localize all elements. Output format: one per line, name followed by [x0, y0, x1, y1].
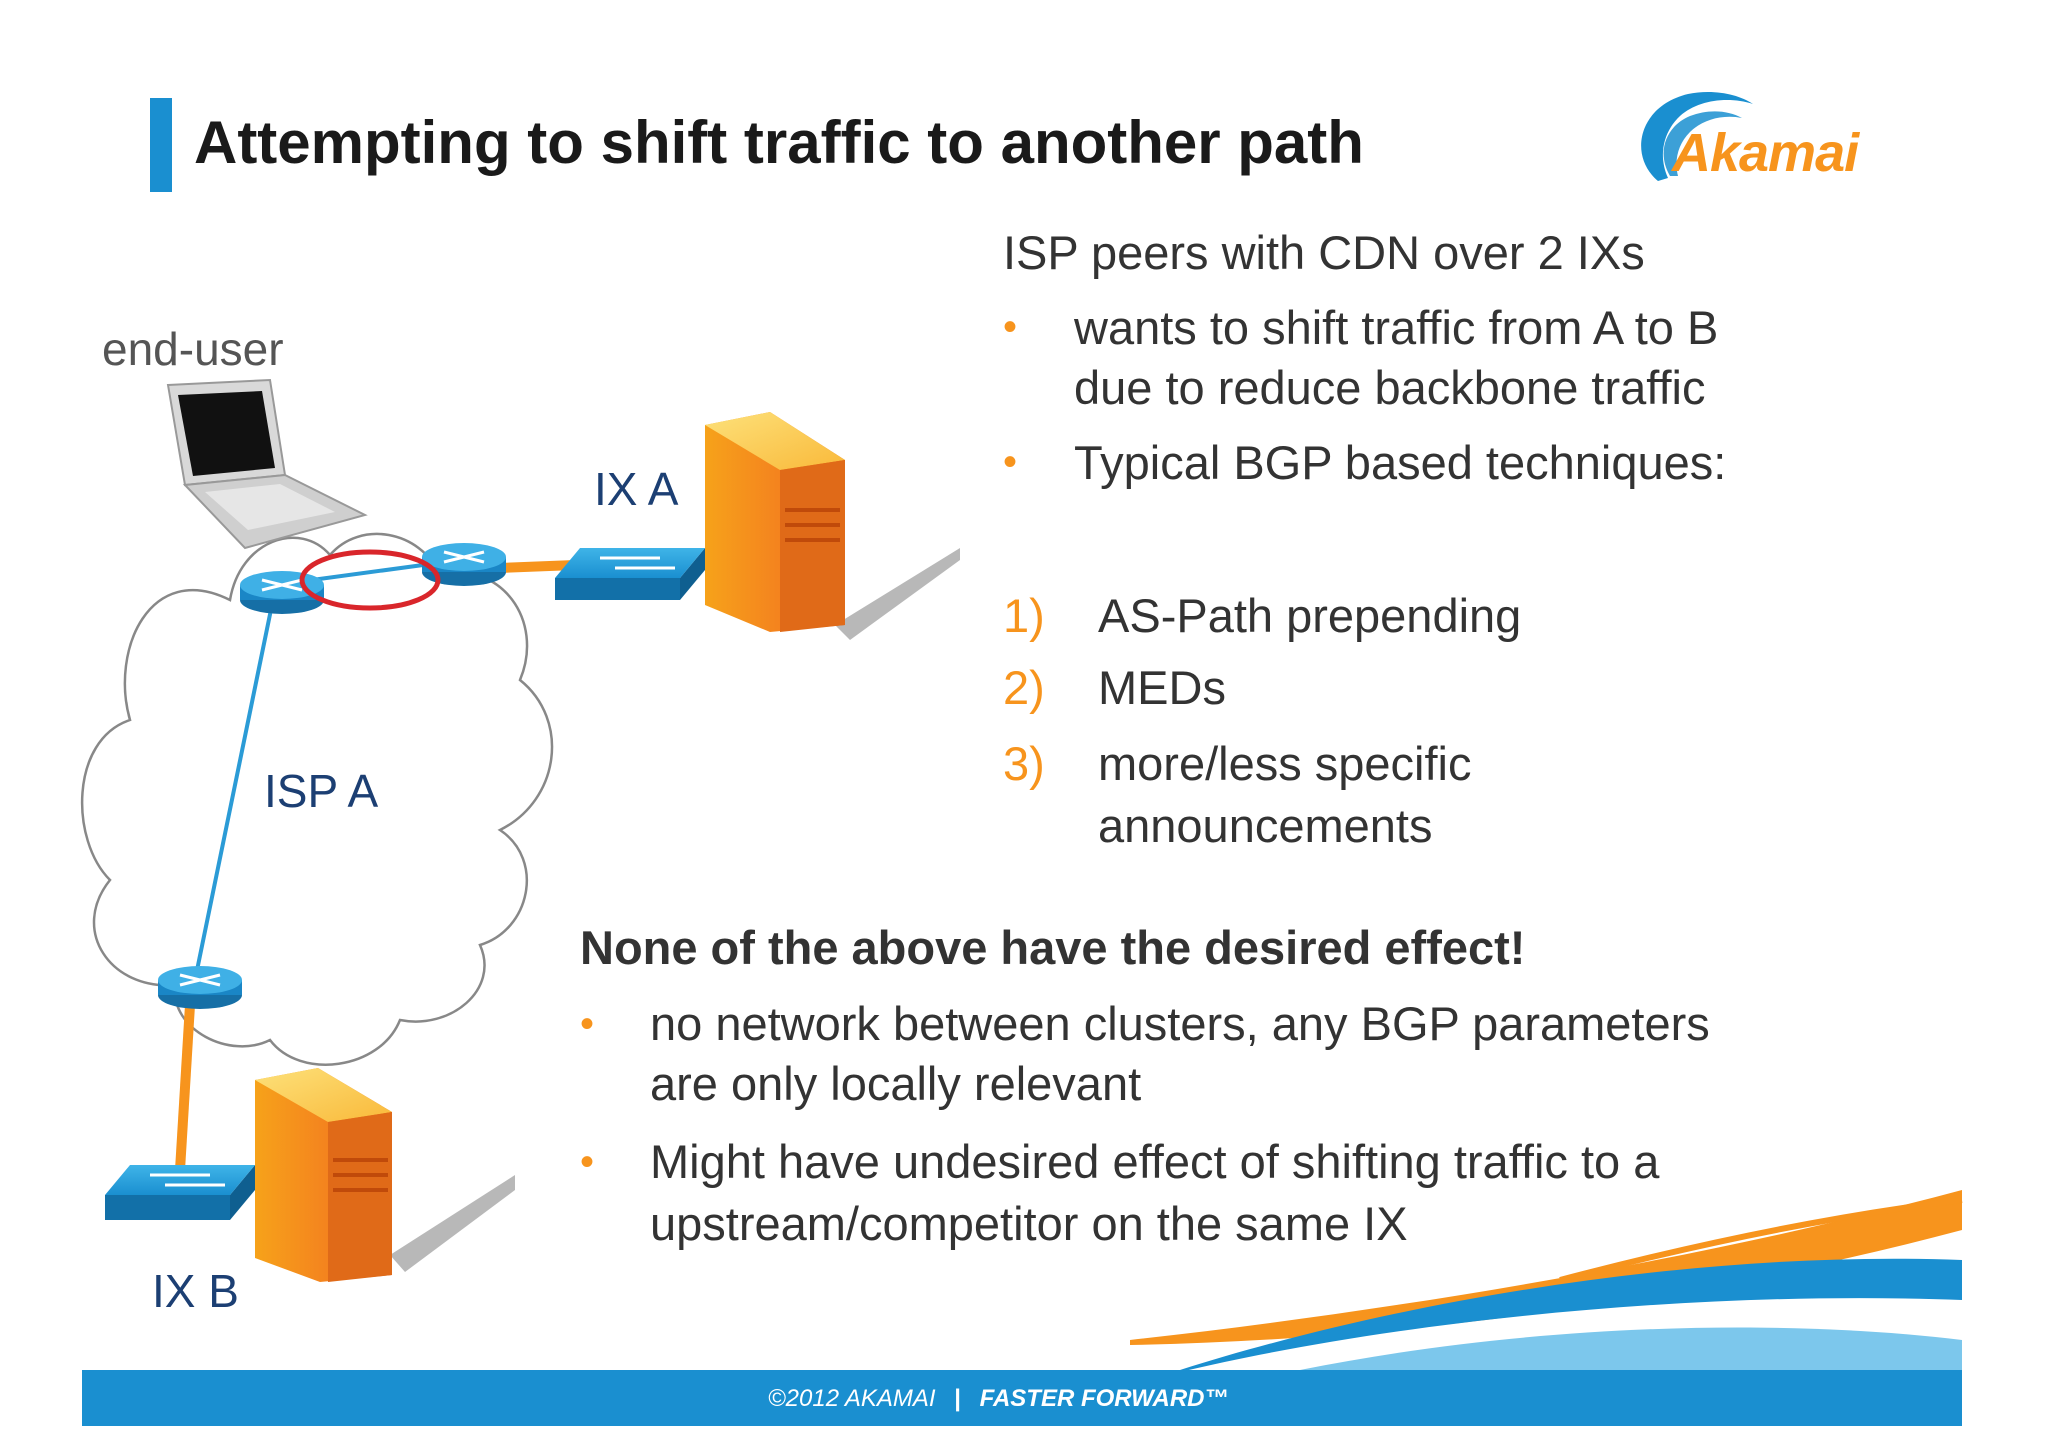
bullet-line: Might have undesired effect of shifting … [650, 1135, 1660, 1188]
ix-b-label: IX B [152, 1265, 239, 1317]
router-icon [240, 571, 324, 614]
ix-a-label: IX A [594, 463, 679, 515]
ix-a-link [499, 560, 576, 573]
bullet-dot: • [1003, 440, 1018, 484]
logo-text: Akamai [1672, 123, 1859, 183]
router-link [274, 558, 461, 587]
footer-separator: | [954, 1385, 961, 1412]
footer-text: ©2012 AKAMAI | FASTER FORWARD™ [768, 1385, 1229, 1413]
technique-item: MEDs [1098, 661, 1226, 714]
isp-a-label: ISP A [264, 765, 379, 817]
footer-band [82, 1370, 1962, 1426]
ix-b-link [175, 1004, 195, 1171]
switch-icon [555, 548, 705, 600]
bullet-dot: • [580, 1002, 595, 1046]
technique-item: announcements [1098, 799, 1433, 852]
bullet-line: due to reduce backbone traffic [1074, 361, 1706, 414]
laptop-icon [166, 378, 368, 550]
footer-copyright: ©2012 AKAMAI [768, 1385, 936, 1412]
router-icon [422, 543, 506, 586]
list-number: 2) [1003, 661, 1045, 714]
bullet-dot: • [580, 1140, 595, 1184]
list-number: 1) [1003, 589, 1045, 642]
list-number: 3) [1003, 737, 1045, 790]
end-user-label: end-user [102, 323, 284, 375]
logo-swoosh-icon [1641, 92, 1753, 181]
bullet-line: are only locally relevant [650, 1057, 1142, 1110]
akamai-logo: Akamai [1618, 86, 1890, 196]
isp-internal-link [193, 589, 277, 981]
highlight-circle [299, 549, 441, 611]
title-accent-bar [150, 98, 172, 192]
server-icon [705, 412, 845, 632]
bullet-line: no network between clusters, any BGP par… [650, 997, 1710, 1050]
technique-item: AS-Path prepending [1098, 589, 1522, 642]
bottom-heading: None of the above have the desired effec… [580, 921, 1526, 974]
footer-tagline: FASTER FORWARD™ [979, 1385, 1229, 1412]
bullet-line: Typical BGP based techniques: [1074, 436, 1727, 489]
switch-icon [105, 1165, 255, 1220]
bullet-dot: • [1003, 305, 1018, 349]
bullet-line: wants to shift traffic from A to B [1074, 301, 1719, 354]
technique-item: more/less specific [1098, 737, 1472, 790]
page-title: Attempting to shift traffic to another p… [194, 109, 1364, 176]
right-heading: ISP peers with CDN over 2 IXs [1003, 226, 1645, 279]
server-shadow [390, 1175, 515, 1272]
server-icon [255, 1068, 392, 1282]
router-icon [158, 966, 242, 1009]
bullet-line: upstream/competitor on the same IX [650, 1197, 1408, 1250]
server-shadow [835, 548, 960, 640]
